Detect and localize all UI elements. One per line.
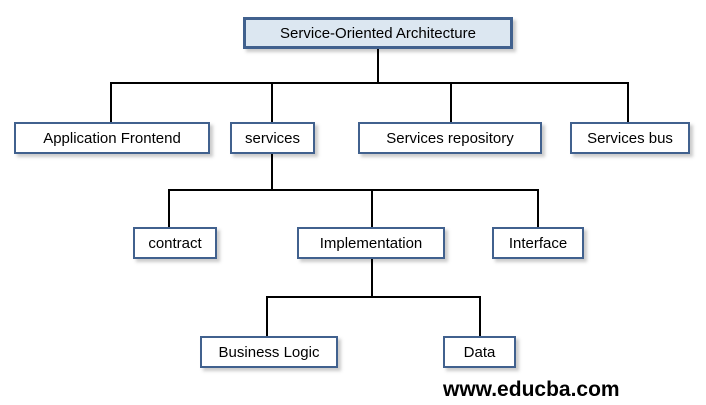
connector-drop-application-frontend (110, 82, 112, 122)
connector-level3-bus (266, 296, 481, 298)
watermark-educba: www.educba.com (443, 378, 620, 401)
node-services[interactable]: services (230, 122, 315, 154)
node-data[interactable]: Data (443, 336, 516, 368)
node-label: Services bus (587, 129, 673, 147)
node-label: contract (148, 234, 202, 252)
node-service-oriented-architecture[interactable]: Service-Oriented Architecture (243, 17, 513, 49)
connector-drop-services-repository (450, 82, 452, 122)
node-interface[interactable]: Interface (492, 227, 584, 259)
connector-drop-implementation (371, 189, 373, 227)
node-label: Services repository (386, 129, 514, 147)
node-label: Data (463, 343, 496, 361)
connector-implementation-stem (371, 259, 373, 297)
node-implementation[interactable]: Implementation (297, 227, 445, 259)
node-contract[interactable]: contract (133, 227, 217, 259)
node-services-bus[interactable]: Services bus (570, 122, 690, 154)
node-business-logic[interactable]: Business Logic (200, 336, 338, 368)
connector-root-stem (377, 49, 379, 83)
connector-drop-services-bus (627, 82, 629, 122)
node-application-frontend[interactable]: Application Frontend (14, 122, 210, 154)
connector-drop-services (271, 82, 273, 122)
connector-drop-contract (168, 189, 170, 227)
connector-drop-business-logic (266, 296, 268, 336)
connector-level1-bus (110, 82, 629, 84)
node-label: Application Frontend (43, 129, 181, 147)
node-label: Interface (508, 234, 568, 252)
node-label: services (244, 129, 300, 147)
connector-level2-bus (168, 189, 539, 191)
node-label: Service-Oriented Architecture (280, 24, 476, 42)
node-label: Business Logic (218, 343, 320, 361)
node-label: Implementation (319, 234, 423, 252)
connector-drop-interface (537, 189, 539, 227)
node-services-repository[interactable]: Services repository (358, 122, 542, 154)
connector-drop-data (479, 296, 481, 336)
connector-services-stem (271, 154, 273, 190)
